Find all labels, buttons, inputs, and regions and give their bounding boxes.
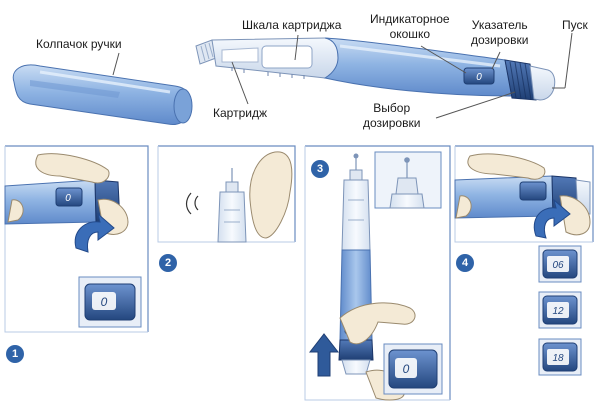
step-badge-3: 3 [311, 160, 329, 178]
hand-icon [35, 153, 110, 184]
step-badge-2: 2 [159, 254, 177, 272]
label-push-button: Пуск [562, 18, 588, 32]
step-1-panel: 0 0 [4, 145, 149, 333]
svg-text:0: 0 [476, 72, 482, 83]
label-dose-selector: Выбор дозировки [363, 101, 421, 130]
step-badge-4: 4 [456, 254, 474, 272]
label-cartridge: Картридж [213, 106, 267, 120]
step-4-panel [454, 145, 594, 376]
dose-example-12: 12 [552, 306, 564, 317]
tap-marks-icon [185, 192, 199, 215]
step-3-panel: 0 [304, 145, 451, 401]
label-indicator-window: Индикаторное окошко [370, 12, 450, 41]
label-cartridge-scale: Шкала картриджа [242, 18, 342, 32]
svg-text:0: 0 [65, 193, 71, 204]
svg-text:0: 0 [403, 362, 410, 376]
step-badge-1: 1 [6, 345, 24, 363]
label-pen-cap: Колпачок ручки [36, 37, 122, 51]
svg-text:0: 0 [101, 295, 108, 309]
rotate-arrow-icon [74, 212, 115, 253]
step-2-panel [157, 145, 296, 243]
dose-example-0: 06 [552, 260, 564, 271]
insulin-pen-icon: 0 [195, 37, 556, 101]
callout-lines [112, 32, 573, 119]
up-arrow-icon [308, 333, 340, 377]
dose-example-18: 18 [552, 353, 564, 364]
label-dose-pointer: Указатель дозировки [471, 18, 529, 47]
pen-cap-icon [12, 64, 193, 125]
